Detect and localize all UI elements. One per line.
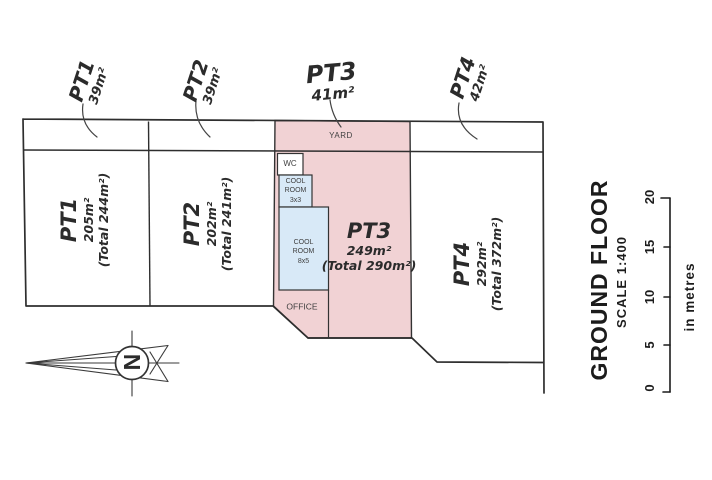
cool-room-large-label: COOL ROOM 8x5 [292, 238, 315, 265]
compass-circle [114, 345, 150, 381]
scale-label: SCALE 1:400 [614, 236, 630, 328]
leader-lines [81, 99, 478, 140]
scale-tick-15: 15 [642, 239, 658, 255]
lot-pt3-area: 249m² [346, 242, 392, 258]
north-letter: N [118, 353, 145, 371]
lot-pt4-area: 292m² [473, 241, 489, 287]
lot-pt3-total: (Total 290m²) [321, 258, 417, 274]
yard-label: YARD [329, 130, 353, 140]
office-label: OFFICE [286, 301, 318, 312]
lot-pt1-area: 205m² [80, 197, 96, 243]
lot-pt3-label: PT3 249m² (Total 290m²) [322, 220, 417, 272]
cool-room-small [278, 174, 313, 208]
cool-room-large [278, 206, 330, 291]
pt1-pt2-divider [147, 121, 151, 307]
lot-pt4-name: PT4 [449, 241, 474, 287]
lot-pt3-name: PT3 [346, 218, 392, 243]
cool-room-small-label: COOL ROOM 3x3 [284, 177, 307, 204]
scale-unit-label: in metres [681, 262, 697, 332]
lot-pt1-label: PT1 205m² (Total 244m²) [56, 172, 112, 268]
callout-pt3: PT3 41m² [305, 57, 359, 105]
scale-tick-20: 20 [642, 189, 658, 205]
lot-pt2-name: PT2 [179, 201, 204, 247]
north-arrow [25, 330, 180, 397]
lot-pt1-name: PT1 [56, 197, 81, 243]
wc-label: WC [283, 158, 297, 168]
lot-pt2-total: (Total 241m²) [219, 176, 235, 272]
page-title: GROUND FLOOR [585, 179, 612, 381]
lot-pt1-total: (Total 244m²) [96, 172, 112, 268]
yard-strip-line [22, 149, 544, 153]
lot-pt2-area: 202m² [203, 201, 219, 247]
lot-pt2-label: PT2 202m² (Total 241m²) [179, 176, 235, 272]
scale-tick-10: 10 [642, 289, 658, 305]
scale-bar [660, 197, 671, 393]
scale-tick-0: 0 [642, 384, 658, 392]
site-boundary [22, 118, 545, 394]
lot-pt4-total: (Total 372m²) [489, 216, 505, 312]
lot-pt4-label: PT4 292m² (Total 372m²) [449, 216, 505, 312]
scale-tick-5: 5 [642, 341, 658, 349]
